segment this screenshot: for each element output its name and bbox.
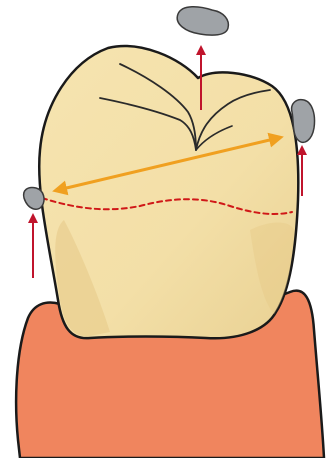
stone-icon xyxy=(292,100,315,143)
stone-icon xyxy=(177,7,228,35)
stone-icon xyxy=(24,187,44,209)
